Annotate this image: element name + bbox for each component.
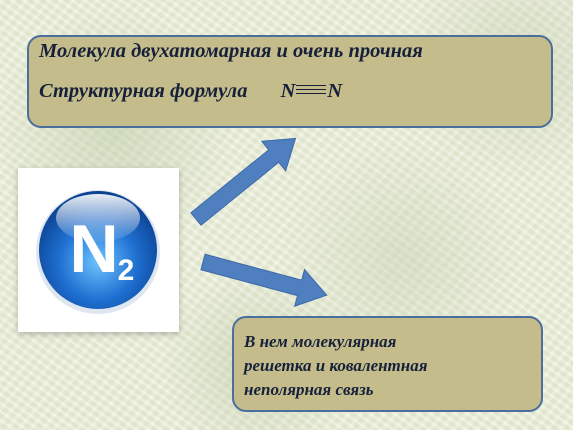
bonding-info-box: В нем молекулярная решетка и ковалентная… (232, 316, 543, 412)
arrow-down-right-icon (200, 253, 328, 308)
bonding-line-2: решетка и ковалентная (244, 356, 428, 375)
formula-atom-right: N (327, 80, 343, 102)
triple-bond-icon (296, 85, 327, 96)
structural-formula-label: Структурная формула (39, 80, 248, 102)
formula-atom-left: N (280, 80, 296, 102)
formula-info-box: Молекула двухатомарная и очень прочная С… (27, 35, 553, 128)
logo-subscript: 2 (118, 254, 135, 287)
gloss-highlight (56, 194, 140, 242)
n2-logo-frame: N 2 (18, 168, 179, 332)
arrow-up-right-icon (190, 137, 297, 226)
bonding-line-3: неполярная связь (244, 380, 374, 399)
n2-molecule-icon: N 2 (36, 190, 160, 314)
bonding-line-1: В нем молекулярная (244, 332, 397, 351)
molecule-description: Молекула двухатомарная и очень прочная (39, 40, 423, 62)
logo-symbol: N (69, 211, 118, 287)
